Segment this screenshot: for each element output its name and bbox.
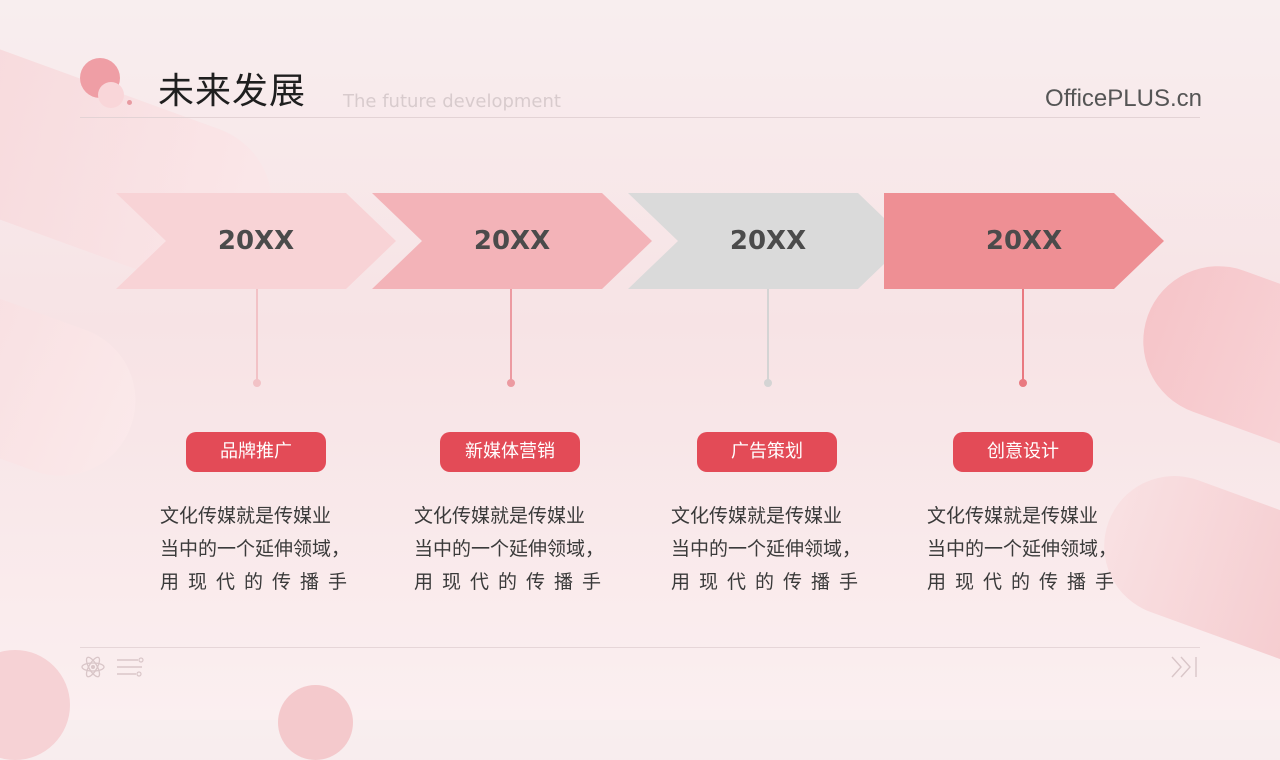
decor-band-2 <box>0 253 157 497</box>
timeline-knob-4 <box>1019 379 1027 387</box>
desc-1-line-2: 当中的一个延伸领域， <box>160 538 351 560</box>
decor-circle-2 <box>278 685 353 760</box>
desc-3-line-3: 用现代的传播手 <box>671 571 868 593</box>
fast-forward-icon[interactable] <box>1170 655 1200 683</box>
footer-divider <box>80 647 1200 648</box>
timeline-knob-1 <box>253 379 261 387</box>
brand-suffix: .cn <box>1169 85 1202 112</box>
desc-4-line-2: 当中的一个延伸领域， <box>927 538 1118 560</box>
desc-2-line-2: 当中的一个延伸领域， <box>414 538 605 560</box>
title-decor-dot-small <box>98 82 124 108</box>
timeline-stem-1 <box>256 289 258 381</box>
timeline-stem-4 <box>1022 289 1024 381</box>
desc-4-line-3: 用现代的传播手 <box>927 571 1124 593</box>
desc-2-line-1: 文化传媒就是传媒业 <box>414 505 586 527</box>
arrow-3-fill <box>628 193 908 289</box>
timeline-label-1: 品牌推广 <box>186 432 326 472</box>
timeline-arrow-1: 20XX <box>116 193 396 289</box>
timeline-year-4: 20XX <box>985 226 1063 256</box>
arrow-4-fill <box>884 193 1164 289</box>
timeline-desc-4: 文化传媒就是传媒业 当中的一个延伸领域， 用现代的传播手 <box>927 500 1157 599</box>
circuit-lines-icon <box>116 657 146 681</box>
timeline-stem-3 <box>767 289 769 381</box>
arrow-shape-icon <box>116 193 396 289</box>
timeline-arrow-3: 20XX <box>628 193 908 289</box>
timeline-stem-2 <box>510 289 512 381</box>
arrow-shape-icon <box>628 193 908 289</box>
desc-1-line-1: 文化传媒就是传媒业 <box>160 505 332 527</box>
atom-icon <box>80 655 106 683</box>
decor-circle-1 <box>0 650 70 760</box>
timeline-knob-2 <box>507 379 515 387</box>
header-divider <box>80 117 1200 118</box>
timeline-label-2: 新媒体营销 <box>440 432 580 472</box>
timeline-year-3: 20XX <box>729 226 807 256</box>
arrow-shape-icon <box>884 193 1164 289</box>
timeline-knob-3 <box>764 379 772 387</box>
arrow-2-fill <box>372 193 652 289</box>
timeline-year-2: 20XX <box>473 226 551 256</box>
timeline-arrow-4: 20XX <box>884 193 1164 289</box>
timeline-desc-1: 文化传媒就是传媒业 当中的一个延伸领域， 用现代的传播手 <box>160 500 390 599</box>
brand-prefix: Office <box>1045 85 1108 112</box>
desc-3-line-1: 文化传媒就是传媒业 <box>671 505 843 527</box>
timeline-desc-2: 文化传媒就是传媒业 当中的一个延伸领域， 用现代的传播手 <box>414 500 644 599</box>
arrow-shape-icon <box>372 193 652 289</box>
desc-4-line-1: 文化传媒就是传媒业 <box>927 505 1099 527</box>
timeline-desc-3: 文化传媒就是传媒业 当中的一个延伸领域， 用现代的传播手 <box>671 500 901 599</box>
desc-2-line-3: 用现代的传播手 <box>414 571 611 593</box>
brand-logo: OfficePLUS.cn <box>1045 84 1202 114</box>
desc-1-line-3: 用现代的传播手 <box>160 571 357 593</box>
timeline-arrow-2: 20XX <box>372 193 652 289</box>
timeline-label-3: 广告策划 <box>697 432 837 472</box>
page-subtitle: The future development <box>343 91 561 112</box>
arrow-1-fill <box>116 193 396 289</box>
desc-3-line-2: 当中的一个延伸领域， <box>671 538 862 560</box>
page-title: 未来发展 <box>158 71 307 112</box>
timeline-year-1: 20XX <box>217 226 295 256</box>
title-decor-dot-tiny <box>127 100 132 105</box>
timeline-label-4: 创意设计 <box>953 432 1093 472</box>
brand-strong: PLUS <box>1107 85 1170 112</box>
